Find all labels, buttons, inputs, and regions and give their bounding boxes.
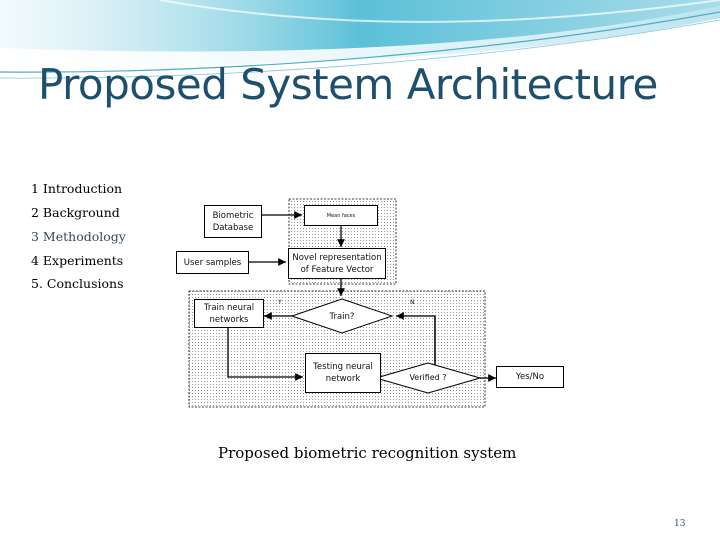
verified-decision-diamond <box>374 362 482 394</box>
biometric-database-label: Biometric Database <box>212 210 254 233</box>
toc-item-conclusions[interactable]: 5. Conclusions <box>31 276 124 291</box>
train-decision-label: Train? <box>329 312 355 322</box>
y-branch-label: Y <box>278 299 282 306</box>
header-swoosh-decoration <box>0 0 720 79</box>
train-decision-diamond <box>290 298 394 334</box>
toc-item-background[interactable]: 2 Background <box>31 205 120 220</box>
biometric-database-box: Biometric Database <box>204 205 262 238</box>
diagram-caption: Proposed biometric recognition system <box>218 444 517 462</box>
yes-no-box: Yes/No <box>496 366 564 388</box>
mean-faces-label: Mean faces <box>326 212 356 219</box>
testing-neural-network-box: Testing neural network <box>305 353 381 393</box>
mean-faces-box: Mean faces <box>304 205 378 226</box>
train-neural-networks-label: Train neural networks <box>203 302 255 325</box>
novel-representation-box: Novel representation of Feature Vector <box>288 248 386 279</box>
page-number: 13 <box>674 519 686 529</box>
toc-item-experiments[interactable]: 4 Experiments <box>31 253 124 268</box>
toc-item-introduction[interactable]: 1 Introduction <box>31 181 123 196</box>
n-branch-label: N <box>410 299 415 306</box>
novel-representation-label: Novel representation of Feature Vector <box>292 252 382 275</box>
user-samples-box: User samples <box>176 251 249 274</box>
yes-no-label: Yes/No <box>515 372 545 382</box>
slide-title: Proposed System Architecture <box>38 60 658 109</box>
testing-neural-network-label: Testing neural network <box>313 362 373 384</box>
toc-item-methodology[interactable]: 3 Methodology <box>31 229 126 244</box>
verified-label: Verified ? <box>409 373 447 382</box>
train-neural-networks-box: Train neural networks <box>194 299 264 328</box>
user-samples-label: User samples <box>183 257 242 268</box>
